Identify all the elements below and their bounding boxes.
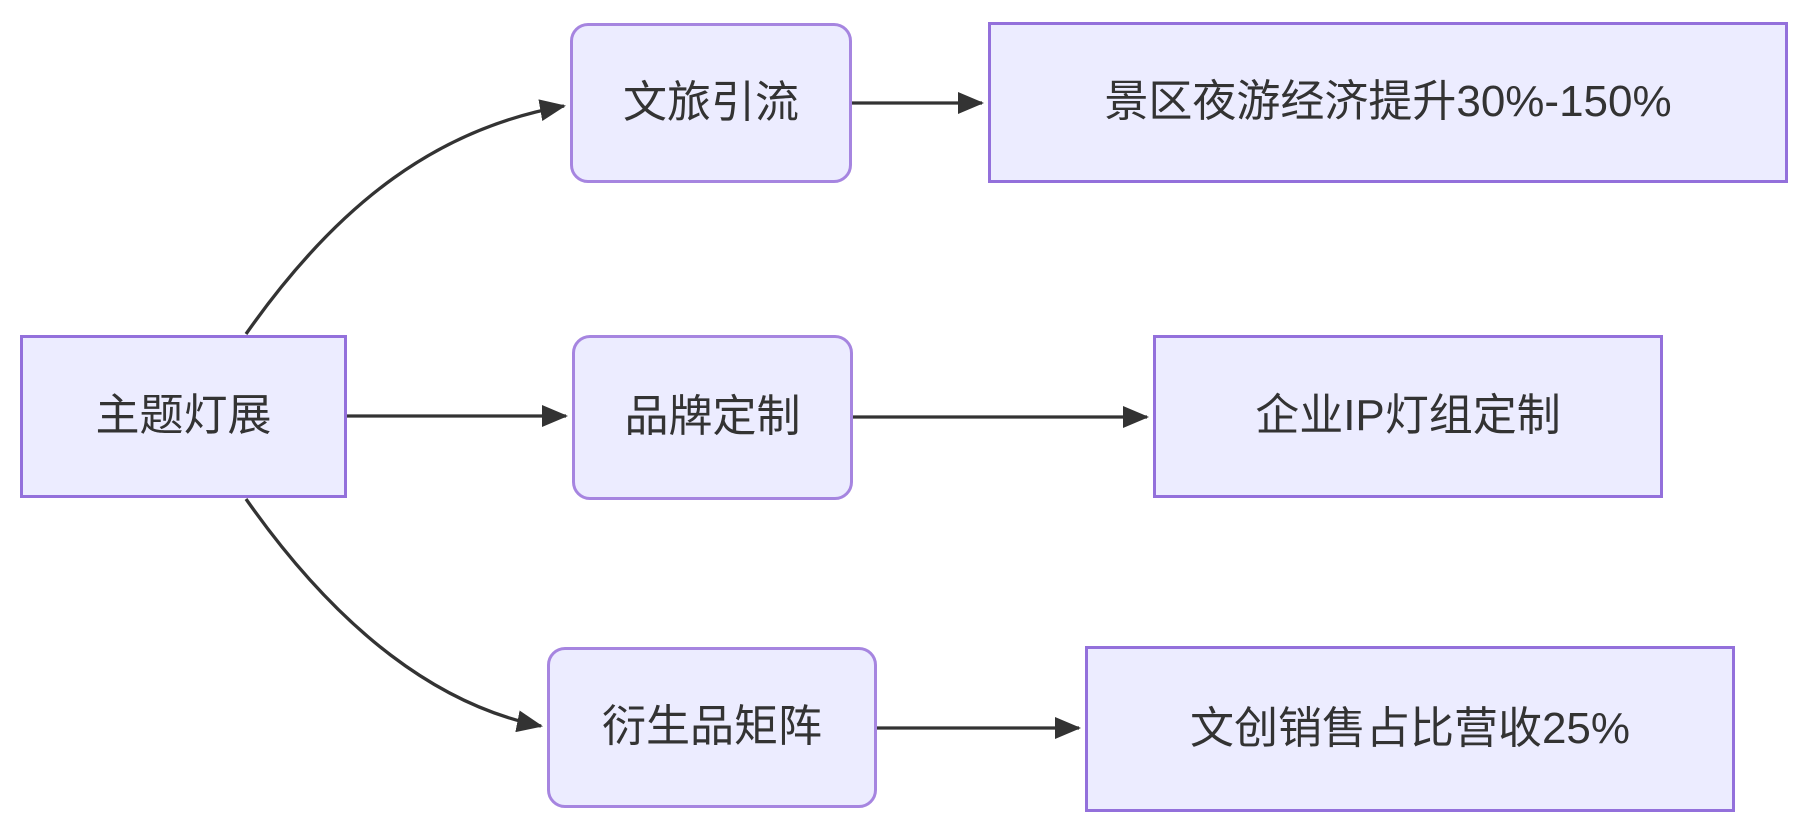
node-result-qiye: 企业IP灯组定制 (1153, 335, 1663, 498)
node-root: 主题灯展 (20, 335, 347, 498)
node-branch-wenlv: 文旅引流 (570, 23, 852, 183)
node-result-jingqu-label: 景区夜游经济提升30%-150% (1104, 77, 1672, 127)
node-result-qiye-label: 企业IP灯组定制 (1255, 391, 1561, 441)
edge-root-to-branch3 (244, 498, 543, 733)
node-root-label: 主题灯展 (95, 391, 272, 441)
node-result-wenchuang-label: 文创销售占比营收25% (1189, 703, 1631, 753)
node-branch-pinpai-label: 品牌定制 (624, 392, 801, 442)
node-branch-pinpai: 品牌定制 (572, 335, 853, 500)
node-branch-wenlv-label: 文旅引流 (623, 77, 799, 127)
node-branch-yanshengpin-label: 衍生品矩阵 (602, 702, 822, 752)
node-result-wenchuang: 文创销售占比营收25% (1085, 646, 1735, 812)
edge-root-to-branch1 (244, 99, 566, 335)
node-result-jingqu: 景区夜游经济提升30%-150% (988, 22, 1788, 183)
node-branch-yanshengpin: 衍生品矩阵 (547, 647, 877, 808)
